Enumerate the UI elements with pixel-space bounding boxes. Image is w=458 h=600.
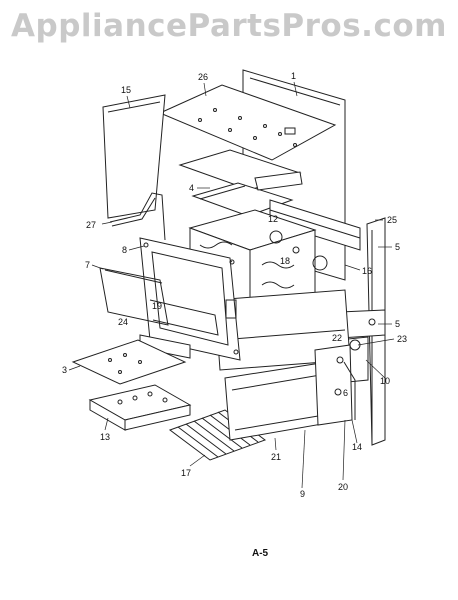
part-broiler-tray [71,339,187,385]
callout-9: 9 [300,489,305,499]
watermark-text: AppliancePartsPros.com [11,8,447,44]
part-control-panel [88,384,192,431]
part-top-panel [158,84,337,161]
part-side-trim [109,192,166,241]
callout-18: 18 [280,256,290,266]
callout-8: 8 [122,245,127,255]
callout-22: 22 [332,333,342,343]
callout-4: 4 [189,183,194,193]
page-reference: A-5 [252,548,269,559]
part-valve-bracket [314,339,361,426]
callout-21: 21 [271,452,281,462]
callout-27: 27 [86,220,96,230]
callout-15: 15 [121,85,131,95]
callout-26: 26 [198,72,208,82]
callout-5b: 5 [395,319,400,329]
callout-5a: 5 [395,242,400,252]
callout-14: 14 [352,442,362,452]
callout-20: 20 [338,482,348,492]
callout-7: 7 [85,260,90,270]
part-side-panel-left [102,94,166,219]
callout-16: 16 [362,266,372,276]
callout-3: 3 [62,365,67,375]
callout-1: 1 [291,71,296,81]
callout-25: 25 [387,215,397,225]
callout-12: 12 [268,214,278,224]
callout-19: 19 [152,301,162,311]
callout-13: 13 [100,432,110,442]
callout-10: 10 [380,376,390,386]
part-door-frame [139,237,241,361]
part-insulation-top [178,149,303,217]
callout-24: 24 [118,317,128,327]
leader-lines [68,81,395,489]
part-liner-strip [149,299,219,336]
callout-23: 23 [397,334,407,344]
part-door-gasket [99,267,169,326]
callout-17: 17 [181,468,191,478]
callout-6: 6 [343,388,348,398]
